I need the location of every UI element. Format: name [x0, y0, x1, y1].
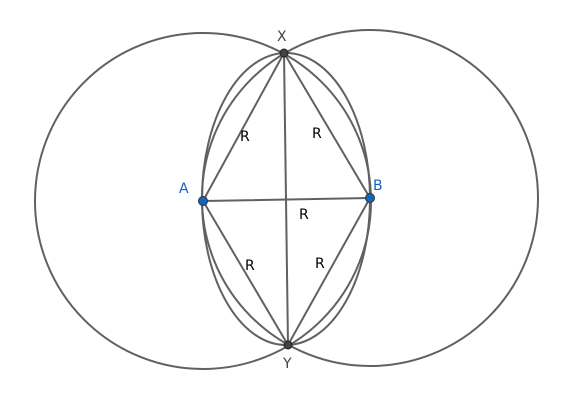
- label-point-y: Y: [282, 356, 292, 372]
- label-point-b: B: [373, 178, 383, 194]
- segment-by: [287, 197, 371, 346]
- point-x[interactable]: [279, 48, 289, 58]
- label-segment-ay: R: [245, 258, 255, 274]
- segment-xy: [283, 52, 289, 346]
- point-a[interactable]: [198, 196, 208, 206]
- segment-ay: [202, 200, 289, 346]
- label-segment-ab: R: [299, 207, 309, 223]
- segment-bx: [283, 52, 371, 199]
- segment-ax: [202, 52, 285, 202]
- label-segment-bx: R: [312, 126, 322, 142]
- point-b[interactable]: [365, 193, 375, 203]
- label-segment-by: R: [315, 256, 325, 272]
- label-point-x: X: [277, 29, 287, 45]
- point-y[interactable]: [283, 340, 293, 350]
- label-segment-ax: R: [240, 129, 250, 145]
- label-point-a: A: [179, 181, 189, 197]
